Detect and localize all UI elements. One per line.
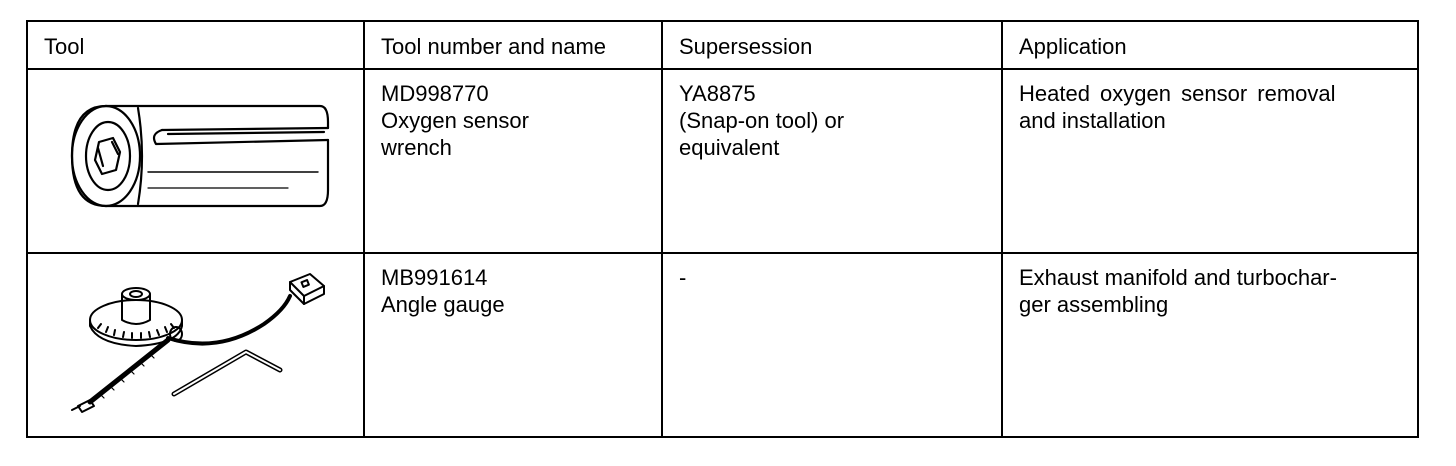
application-line: Heated oxygen sensor removal xyxy=(1019,81,1336,106)
supersession-cell: - xyxy=(661,252,1003,438)
tool-name-line: Angle gauge xyxy=(381,292,505,317)
tool-number: MB991614 xyxy=(381,265,488,290)
application-cell: Heated oxygen sensor removal and install… xyxy=(1001,68,1419,254)
application-line: and installation xyxy=(1019,108,1166,133)
oxygen-sensor-wrench-illustration xyxy=(70,104,330,208)
tool-image-cell xyxy=(26,68,365,254)
application-line: ger assembling xyxy=(1019,292,1169,317)
supersession-line: equivalent xyxy=(679,135,780,160)
tool-name-line: wrench xyxy=(381,135,452,160)
header-tool-number-and-name: Tool number and name xyxy=(363,20,663,70)
tool-number-and-name-cell: MD998770 Oxygen sensor wrench xyxy=(363,68,663,254)
angle-gauge-illustration xyxy=(71,273,325,413)
supersession-cell: YA8875 (Snap-on tool) or equivalent xyxy=(661,68,1003,254)
tool-image-cell xyxy=(26,252,365,438)
header-application: Application xyxy=(1001,20,1419,70)
supersession-line: YA8875 xyxy=(679,81,756,106)
supersession-line: - xyxy=(679,265,687,290)
tool-name-line: Oxygen sensor xyxy=(381,108,529,133)
tool-number-and-name-cell: MB991614 Angle gauge xyxy=(363,252,663,438)
application-cell: Exhaust manifold and turbochar- ger asse… xyxy=(1001,252,1419,438)
table-row: MD998770 Oxygen sensor wrench YA8875 (Sn… xyxy=(26,68,1419,254)
table-row: MB991614 Angle gauge - Exhaust manifold … xyxy=(26,252,1419,438)
header-tool: Tool xyxy=(26,20,365,70)
application-line: Exhaust manifold and turbochar- xyxy=(1019,265,1337,290)
table-header-row: Tool Tool number and name Supersession A… xyxy=(26,20,1419,70)
tool-number: MD998770 xyxy=(381,81,489,106)
header-supersession: Supersession xyxy=(661,20,1003,70)
supersession-line: (Snap-on tool) or xyxy=(679,108,845,133)
special-tools-table: Tool Tool number and name Supersession A… xyxy=(26,20,1419,438)
